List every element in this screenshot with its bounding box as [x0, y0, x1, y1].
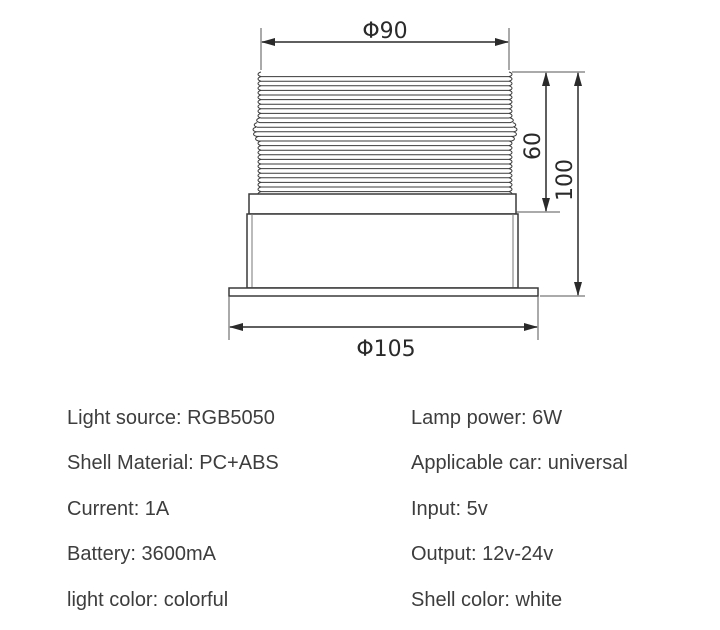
thread-height-label: 60: [521, 132, 546, 160]
spec-shell-material: Shell Material: PC+ABS: [67, 452, 279, 474]
spec-light-source: Light source: RGB5050: [67, 407, 275, 429]
thread-ridge: [257, 149, 513, 156]
spec-input: Input: 5v: [411, 498, 488, 520]
spec-shell-color: Shell color: white: [411, 589, 563, 611]
thread-ridge: [257, 71, 513, 78]
base-cylinder: [246, 213, 519, 289]
thread-ridge: [257, 168, 513, 174]
thread-ridge: [252, 126, 518, 133]
spec-applicable-car: Applicable car: universal: [411, 452, 628, 474]
thread-ridge: [257, 154, 513, 160]
thread-ridge: [257, 163, 513, 170]
thread-ridge: [257, 186, 513, 193]
thread-ridge: [257, 158, 513, 165]
thread-ridge: [257, 89, 513, 96]
top-diameter-label: Φ90: [362, 19, 407, 44]
thread-ridge: [257, 80, 513, 87]
spec-light-color: light color: colorful: [67, 589, 229, 611]
thread-ridge: [257, 108, 513, 114]
thread-ridge: [257, 177, 513, 183]
thread-ridge: [256, 117, 514, 124]
thread-ridge: [257, 140, 513, 147]
thread-ridge: [257, 181, 513, 188]
base-flange: [228, 287, 539, 297]
spec-current: Current: 1A: [67, 498, 170, 520]
thread-ridge: [257, 99, 513, 105]
spec-battery: Battery: 3600mA: [67, 543, 216, 565]
spec-lamp-power: Lamp power: 6W: [411, 407, 563, 429]
thread-ridge: [255, 135, 515, 142]
thread-ridge: [257, 103, 513, 110]
threaded-cap: [252, 71, 518, 197]
bottom-diameter-label: Φ105: [356, 337, 415, 362]
total-height-label: 100: [553, 159, 578, 201]
thread-ridge: [257, 85, 513, 91]
thread-ridge: [257, 172, 513, 179]
thread-ridge: [257, 145, 513, 151]
thread-ridge: [257, 112, 513, 119]
thread-ridge: [257, 94, 513, 101]
thread-ridge: [253, 122, 517, 128]
thread-ridge: [253, 131, 517, 137]
thread-ridge: [257, 76, 513, 82]
spec-output: Output: 12v-24v: [411, 543, 554, 565]
